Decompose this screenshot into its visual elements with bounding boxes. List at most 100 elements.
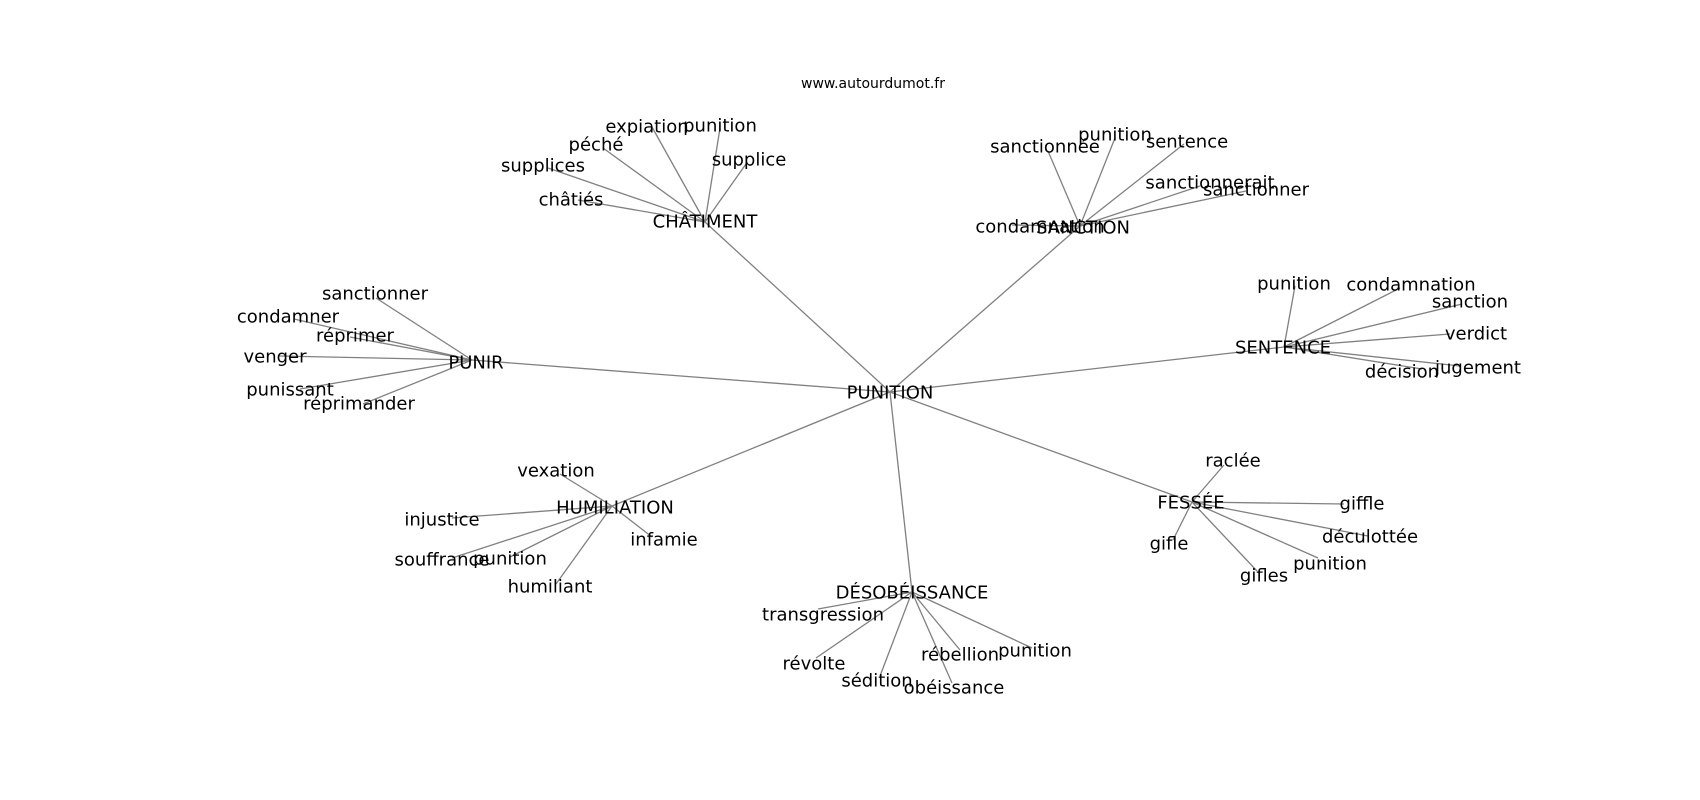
edge-chatiment-4 bbox=[704, 163, 747, 223]
edge-humiliation-3 bbox=[451, 505, 613, 559]
edge-chatiment-1 bbox=[704, 127, 721, 223]
leaf-node-humiliation-4: punition bbox=[473, 549, 547, 570]
hub-node-humiliation: HUMILIATION bbox=[556, 498, 674, 519]
leaf-node-desobeissance-2: sédition bbox=[841, 671, 912, 692]
edge-desobeissance-5 bbox=[911, 591, 953, 684]
leaf-node-humiliation-2: infamie bbox=[630, 530, 697, 551]
leaf-node-fessee-5: gifles bbox=[1240, 566, 1288, 587]
leaf-node-humiliation-1: injustice bbox=[404, 510, 479, 531]
leaf-node-desobeissance-3: rébellion bbox=[921, 645, 999, 666]
edge-sentence-0 bbox=[1283, 285, 1296, 348]
leaf-node-punir-2: réprimer bbox=[316, 326, 395, 347]
leaf-node-sentence-4: décision bbox=[1365, 362, 1439, 383]
leaf-node-chatiment-3: supplices bbox=[501, 156, 585, 177]
edge-center-humiliation bbox=[611, 391, 891, 507]
leaf-node-chatiment-2: péché bbox=[569, 135, 624, 156]
center-node-label: PUNITION bbox=[847, 383, 934, 404]
edge-desobeissance-0 bbox=[817, 591, 913, 610]
leaf-node-humiliation-0: vexation bbox=[517, 461, 595, 482]
leaf-node-humiliation-5: humiliant bbox=[508, 577, 593, 598]
leaf-node-chatiment-5: châtiés bbox=[539, 190, 604, 211]
edge-desobeissance-3 bbox=[911, 591, 961, 651]
leaf-node-chatiment-4: supplice bbox=[712, 150, 787, 171]
leaf-node-fessee-1: giffle bbox=[1340, 494, 1385, 515]
leaf-node-sentence-5: jugement bbox=[1434, 358, 1521, 379]
leaf-node-sentence-1: condamnation bbox=[1346, 275, 1475, 296]
edge-sanction-5 bbox=[1011, 224, 1081, 227]
edge-sanction-4 bbox=[1079, 190, 1247, 227]
edge-sentence-5 bbox=[1283, 346, 1461, 367]
leaf-node-punir-1: condamner bbox=[237, 307, 340, 328]
edge-punir-3 bbox=[278, 355, 473, 361]
edge-center-punir bbox=[471, 359, 891, 393]
edge-sanction-3 bbox=[1079, 185, 1201, 227]
leaf-node-desobeissance-5: obéissance bbox=[904, 678, 1005, 699]
edge-punir-2 bbox=[349, 336, 473, 361]
edge-humiliation-2 bbox=[611, 505, 653, 538]
edge-chatiment-0 bbox=[651, 126, 706, 223]
leaf-node-humiliation-3: souffrance bbox=[394, 550, 489, 571]
edge-punir-4 bbox=[299, 359, 473, 390]
edge-desobeissance-4 bbox=[911, 591, 1033, 649]
hub-node-fessee: FESSÉE bbox=[1157, 492, 1224, 514]
edge-fessee-4 bbox=[1191, 501, 1319, 559]
leaf-node-punir-0: sanctionner bbox=[322, 284, 429, 305]
leaf-node-sanction-4: sanctionner bbox=[1203, 180, 1310, 201]
edge-fessee-2 bbox=[1191, 501, 1369, 537]
edge-fessee-5 bbox=[1191, 501, 1258, 572]
leaf-node-punir-3: venger bbox=[243, 347, 307, 368]
leaf-node-chatiment-1: punition bbox=[683, 116, 757, 137]
hub-node-desobeissance: DÉSOBÉISSANCE bbox=[836, 582, 989, 604]
leaf-node-fessee-0: raclée bbox=[1205, 451, 1260, 472]
edge-sanction-1 bbox=[1079, 137, 1116, 227]
edge-center-fessee bbox=[889, 391, 1193, 503]
hub-node-chatiment: CHÂTIMENT bbox=[653, 211, 759, 233]
edge-center-chatiment bbox=[704, 221, 891, 393]
leaf-node-fessee-3: gifle bbox=[1150, 534, 1189, 555]
edge-chatiment-5 bbox=[577, 199, 706, 223]
edge-sanction-2 bbox=[1079, 143, 1185, 227]
leaf-node-fessee-4: punition bbox=[1293, 554, 1367, 575]
edge-punir-1 bbox=[293, 318, 473, 361]
edge-humiliation-0 bbox=[559, 473, 613, 507]
leaf-node-desobeissance-0: transgression bbox=[762, 605, 884, 626]
edge-sentence-1 bbox=[1283, 287, 1401, 348]
leaf-node-sanction-5: condamnation bbox=[975, 217, 1104, 238]
leaf-node-sentence-3: verdict bbox=[1445, 324, 1507, 345]
edge-center-sanction bbox=[889, 225, 1081, 393]
edge-center-desobeissance bbox=[889, 391, 913, 593]
leaf-node-fessee-2: déculottée bbox=[1322, 527, 1418, 548]
leaf-node-desobeissance-4: punition bbox=[998, 641, 1072, 662]
leaf-node-chatiment-0: expiation bbox=[605, 117, 688, 138]
edge-fessee-1 bbox=[1191, 501, 1345, 505]
edge-sanction-0 bbox=[1047, 150, 1081, 227]
edge-punir-5 bbox=[362, 359, 473, 405]
hub-node-sentence: SENTENCE bbox=[1235, 338, 1331, 359]
edge-sentence-4 bbox=[1283, 346, 1423, 370]
edge-humiliation-1 bbox=[451, 505, 613, 519]
edge-punir-0 bbox=[375, 297, 473, 361]
edge-fessee-3 bbox=[1172, 501, 1193, 541]
leaf-node-sentence-0: punition bbox=[1257, 274, 1331, 295]
edge-desobeissance-1 bbox=[815, 591, 913, 659]
source-label: www.autourdumot.fr bbox=[801, 76, 945, 92]
leaf-node-sanction-2: sentence bbox=[1146, 132, 1228, 153]
edge-center-sentence bbox=[889, 346, 1285, 393]
edge-sentence-3 bbox=[1283, 333, 1451, 348]
leaf-node-punir-4: punissant bbox=[246, 380, 334, 401]
edge-chatiment-3 bbox=[547, 167, 706, 223]
edge-chatiment-2 bbox=[602, 147, 706, 223]
leaf-node-desobeissance-1: révolte bbox=[783, 654, 846, 675]
edges bbox=[278, 126, 1463, 684]
labels: PUNITIONCHÂTIMENTexpiationpunitionpéchés… bbox=[237, 116, 1521, 699]
leaf-node-sanction-0: sanctionnée bbox=[990, 137, 1100, 158]
edge-sentence-2 bbox=[1283, 303, 1463, 348]
hub-node-sanction: SANCTION bbox=[1036, 218, 1130, 239]
leaf-node-punir-5: réprimander bbox=[303, 394, 415, 415]
leaf-node-sanction-1: punition bbox=[1078, 125, 1152, 146]
hub-node-punir: PUNIR bbox=[448, 353, 503, 374]
leaf-node-sanction-3: sanctionnerait bbox=[1145, 173, 1274, 194]
edge-fessee-0 bbox=[1191, 464, 1225, 503]
edge-humiliation-5 bbox=[555, 505, 613, 585]
